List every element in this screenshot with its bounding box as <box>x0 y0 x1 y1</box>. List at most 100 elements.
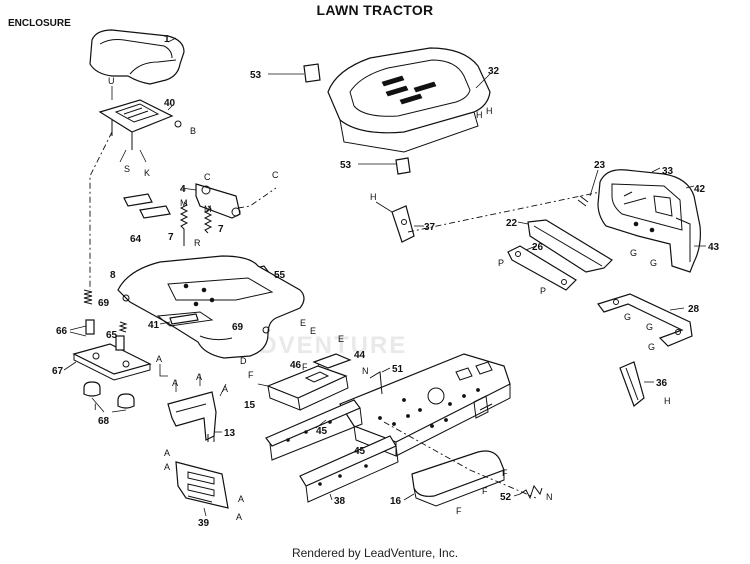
label-part-32: 32 <box>488 66 500 77</box>
ref-h1: H <box>476 110 483 120</box>
label-part-40: 40 <box>164 98 176 109</box>
label-part-51: 51 <box>392 364 404 375</box>
label-part-67: 67 <box>52 366 64 377</box>
label-part-16: 16 <box>390 496 402 507</box>
label-part-7a: 7 <box>168 232 174 243</box>
label-part-7b: 7 <box>218 224 224 235</box>
ref-g1: G <box>630 248 637 258</box>
seat-part[interactable] <box>89 29 185 85</box>
label-part-42: 42 <box>694 184 706 195</box>
ref-e2: E <box>310 326 316 336</box>
rear-panel-part[interactable] <box>175 461 229 517</box>
label-part-66: 66 <box>56 326 68 337</box>
label-part-68: 68 <box>98 416 110 427</box>
lever-41-part[interactable] <box>159 313 199 325</box>
ref-h4: H <box>664 396 671 406</box>
label-part-69a: 69 <box>98 298 110 309</box>
ref-f3: F <box>502 468 508 478</box>
ref-g2: G <box>650 258 657 268</box>
ref-a5: A <box>164 448 170 458</box>
ref-line-frame <box>383 421 537 499</box>
bracket-26-part[interactable] <box>507 245 577 291</box>
label-part-39: 39 <box>198 518 210 529</box>
ref-s: S <box>124 164 130 174</box>
bracket-37-part[interactable] <box>375 201 424 243</box>
label-part-69b: 69 <box>232 322 244 333</box>
ref-m1: M <box>180 198 188 208</box>
fender-part[interactable] <box>117 255 305 359</box>
ref-h3: H <box>370 192 377 202</box>
decal-53-lower-part[interactable] <box>358 157 411 175</box>
ref-a7: A <box>238 494 244 504</box>
clip-52-part[interactable] <box>513 484 543 500</box>
hood-part[interactable] <box>327 47 491 153</box>
label-part-13: 13 <box>224 428 236 439</box>
label-part-22: 22 <box>506 218 518 229</box>
floor-panel-part[interactable] <box>257 359 349 411</box>
label-part-53b: 53 <box>340 160 352 171</box>
label-part-44: 44 <box>354 350 366 361</box>
ref-a6: A <box>164 462 170 472</box>
ref-h2: H <box>486 106 493 116</box>
frame-chassis-part[interactable] <box>339 353 511 457</box>
ref-i: I <box>94 402 97 412</box>
ref-b: B <box>190 126 196 136</box>
ref-g4: G <box>646 322 653 332</box>
decal-53-upper-part[interactable] <box>268 63 321 83</box>
spring-left-part[interactable] <box>179 201 189 246</box>
label-part-26: 26 <box>532 242 544 253</box>
label-part-38: 38 <box>334 496 346 507</box>
bumper-feet-part[interactable] <box>83 381 135 413</box>
front-rail-part[interactable] <box>517 219 613 273</box>
pad-pair-part[interactable] <box>123 193 171 219</box>
label-part-46: 46 <box>290 360 302 371</box>
footrest-part[interactable] <box>403 450 505 507</box>
bumper-bracket-part[interactable] <box>597 293 693 347</box>
label-part-45b: 45 <box>354 446 366 457</box>
page-title: LAWN TRACTOR <box>316 2 434 18</box>
ref-k: K <box>144 168 150 178</box>
spacers-part[interactable] <box>69 319 125 351</box>
label-part-53a: 53 <box>250 70 262 81</box>
spring-65-part[interactable] <box>118 321 128 333</box>
ref-c1: C <box>204 172 211 182</box>
ref-f5: F <box>456 506 462 516</box>
label-part-28: 28 <box>688 304 700 315</box>
ref-p1: P <box>498 258 504 268</box>
section-label: ENCLOSURE <box>8 18 71 29</box>
hinge-bracket-part[interactable] <box>181 183 241 219</box>
ref-a1: A <box>156 354 162 364</box>
ref-d: D <box>240 356 247 366</box>
seat-bracket-part[interactable] <box>98 86 182 163</box>
side-rail-lower-part[interactable] <box>299 435 399 503</box>
spring-right-part[interactable] <box>203 205 213 234</box>
footer-credit: Rendered by LeadVenture, Inc. <box>291 546 459 560</box>
ref-line-seat <box>89 131 113 290</box>
label-part-64: 64 <box>130 234 142 245</box>
ref-u: U <box>108 76 115 86</box>
spring-69-part[interactable] <box>83 289 93 305</box>
ref-f4: F <box>482 486 488 496</box>
side-rail-upper-part[interactable] <box>265 399 363 461</box>
label-part-43: 43 <box>708 242 720 253</box>
ref-a2: A <box>172 378 178 388</box>
ref-m2: M <box>204 204 212 214</box>
mount-plate-part[interactable] <box>63 343 152 381</box>
ref-g3: G <box>624 312 631 322</box>
rod-51-part[interactable] <box>369 367 391 395</box>
grille-housing-part[interactable] <box>597 167 706 273</box>
label-part-33: 33 <box>662 166 674 177</box>
ref-line-c <box>237 187 277 209</box>
bracket-13-part[interactable] <box>167 391 222 442</box>
bracket-36-part[interactable] <box>619 361 654 407</box>
ref-n1: N <box>362 366 369 376</box>
plate-44-part[interactable] <box>312 353 352 369</box>
ref-r: R <box>194 238 201 248</box>
ref-arrow-a1 <box>159 364 168 377</box>
ref-c2: C <box>272 170 279 180</box>
pin-23-part[interactable] <box>577 169 599 207</box>
label-part-65: 65 <box>106 330 118 341</box>
ref-a8: A <box>236 512 242 522</box>
ref-p2: P <box>540 286 546 296</box>
